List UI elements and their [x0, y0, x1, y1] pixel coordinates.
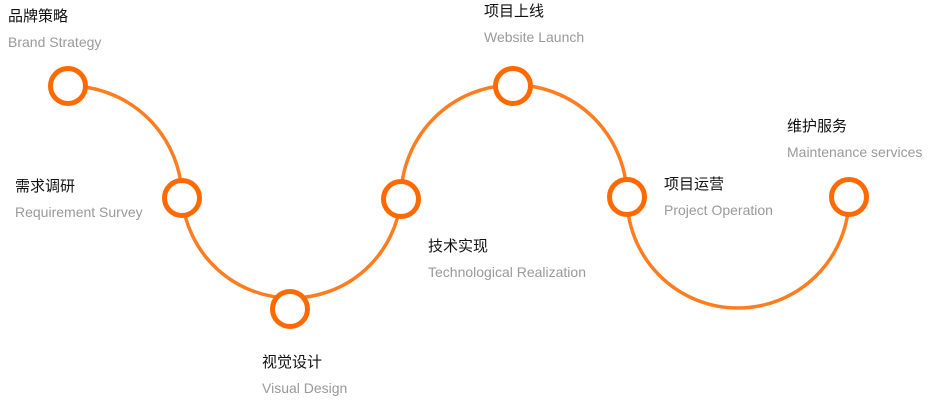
step-label-requirement-survey: 需求调研 Requirement Survey	[15, 176, 143, 222]
step-label-maintenance-services: 维护服务 Maintenance services	[787, 116, 922, 162]
step-label-website-launch: 项目上线 Website Launch	[484, 1, 584, 47]
step-node-technological-realization[interactable]	[381, 179, 421, 219]
step-title: 维护服务	[787, 117, 848, 135]
step-node-project-operation[interactable]	[607, 177, 647, 217]
step-title: 项目上线	[484, 2, 545, 20]
step-title: 技术实现	[428, 237, 489, 255]
step-subtitle: Visual Design	[262, 380, 348, 396]
connector-brand-to-requirement	[66, 84, 184, 200]
step-node-requirement-survey[interactable]	[162, 178, 202, 218]
step-node-maintenance-services[interactable]	[829, 177, 869, 217]
connector-operation-to-maintenance	[625, 195, 851, 310]
step-subtitle: Project Operation	[664, 202, 773, 218]
step-subtitle: Maintenance services	[787, 144, 923, 160]
step-subtitle: Website Launch	[484, 29, 585, 45]
step-subtitle: Brand Strategy	[8, 34, 102, 50]
step-node-visual-design[interactable]	[270, 289, 310, 329]
step-label-technological-realization: 技术实现 Technological Realization	[428, 236, 586, 282]
step-label-brand-strategy: 品牌策略 Brand Strategy	[8, 6, 101, 52]
step-node-brand-strategy[interactable]	[48, 66, 88, 106]
connector-requirement-to-visual	[180, 196, 403, 300]
step-subtitle: Requirement Survey	[15, 204, 143, 220]
step-node-website-launch[interactable]	[493, 66, 533, 106]
step-title: 视觉设计	[262, 353, 323, 371]
step-label-project-operation: 项目运营 Project Operation	[664, 174, 773, 220]
step-title: 需求调研	[15, 177, 76, 195]
step-label-visual-design: 视觉设计 Visual Design	[262, 352, 347, 398]
step-subtitle: Technological Realization	[428, 264, 586, 280]
step-title: 品牌策略	[8, 7, 69, 25]
step-title: 项目运营	[664, 175, 725, 193]
